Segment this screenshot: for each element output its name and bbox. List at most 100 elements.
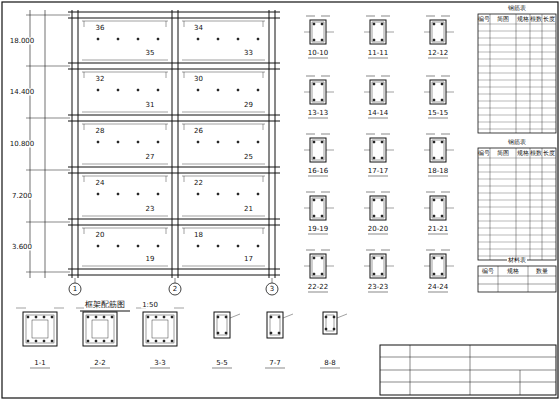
rebar-dot — [111, 340, 113, 342]
line — [441, 192, 450, 193]
rebar-dot — [257, 193, 259, 195]
outline — [432, 198, 444, 218]
line — [478, 87, 556, 88]
line — [230, 314, 240, 318]
outline — [478, 14, 556, 133]
line — [428, 176, 448, 177]
rebar-dot — [313, 39, 315, 41]
line — [441, 16, 450, 17]
line — [166, 21, 167, 27]
line — [275, 10, 276, 278]
line — [446, 150, 454, 151]
rebar-dot — [373, 83, 375, 85]
line — [381, 16, 390, 17]
line — [478, 200, 556, 201]
rebar-dot — [157, 38, 159, 40]
rebar-dot — [197, 245, 199, 247]
outline — [152, 320, 168, 338]
outline — [26, 315, 54, 343]
rebar-dot — [117, 89, 119, 91]
drawing-label: 21 — [243, 206, 254, 213]
line — [478, 249, 556, 250]
rebar-dot — [321, 83, 323, 85]
drawing-label: 10.800 — [9, 141, 36, 148]
line — [478, 45, 556, 46]
line — [446, 266, 454, 267]
rebar-dot — [237, 141, 239, 143]
line — [72, 10, 73, 278]
line — [304, 32, 310, 33]
line — [424, 208, 430, 209]
rebar-dot — [237, 193, 239, 195]
drawing-label: 31 — [145, 102, 156, 109]
rebar-dot — [35, 316, 37, 318]
line — [381, 192, 390, 193]
rebar-dot — [373, 141, 375, 143]
rebar-dot — [155, 340, 157, 342]
line — [478, 129, 556, 130]
rebar-dot — [97, 141, 99, 143]
outline — [312, 140, 324, 160]
line — [386, 150, 394, 151]
rebar-dot — [97, 245, 99, 247]
line — [478, 276, 556, 277]
rebar-dot — [43, 316, 45, 318]
rebar-dot — [27, 316, 29, 318]
line — [478, 165, 556, 166]
rebar-dot — [137, 38, 139, 40]
line — [26, 170, 70, 171]
line — [182, 164, 265, 165]
outline — [312, 256, 324, 276]
rebar-dot — [441, 141, 443, 143]
rebar-dot — [137, 193, 139, 195]
axis-bubble — [266, 283, 278, 295]
rebar-dot — [157, 245, 159, 247]
line — [478, 66, 556, 67]
outline — [326, 315, 334, 331]
axis-bubble — [69, 283, 81, 295]
line — [364, 150, 370, 151]
outline — [432, 82, 444, 102]
rebar-dot — [381, 273, 383, 275]
line — [470, 345, 471, 395]
line — [441, 134, 450, 135]
line — [45, 10, 46, 278]
drawing-label: 编号 — [481, 268, 495, 274]
outline — [270, 315, 280, 335]
rebar-dot — [433, 83, 435, 85]
line — [84, 228, 85, 234]
line — [478, 101, 556, 102]
drawing-label: 规格 — [506, 268, 520, 274]
rebar-dot — [441, 23, 443, 25]
rebar-dot — [313, 199, 315, 201]
line — [68, 63, 280, 64]
line — [366, 250, 375, 251]
line — [308, 58, 328, 59]
rebar-dot — [381, 83, 383, 85]
drawing-label: 钢筋表 — [507, 5, 527, 11]
line — [82, 72, 168, 73]
line — [424, 150, 430, 151]
rebar-dot — [278, 316, 280, 318]
drawing-label: 根数 — [529, 16, 543, 22]
drawing-label: 7-7 — [268, 360, 281, 367]
outline — [23, 312, 57, 346]
rebar-dot — [321, 23, 323, 25]
outline — [370, 20, 386, 44]
line — [520, 370, 521, 395]
drawing-label: 编号 — [477, 150, 491, 156]
drawing-label: 材料表 — [507, 257, 527, 263]
rebar-dot — [157, 141, 159, 143]
line — [478, 172, 556, 173]
line — [368, 292, 388, 293]
rebar-dot — [321, 141, 323, 143]
line — [321, 76, 330, 77]
line — [68, 115, 280, 116]
rebar-dot — [313, 83, 315, 85]
outline — [146, 315, 174, 343]
rebar-dot — [333, 316, 335, 318]
outline — [370, 80, 386, 104]
rebar-dot — [97, 193, 99, 195]
